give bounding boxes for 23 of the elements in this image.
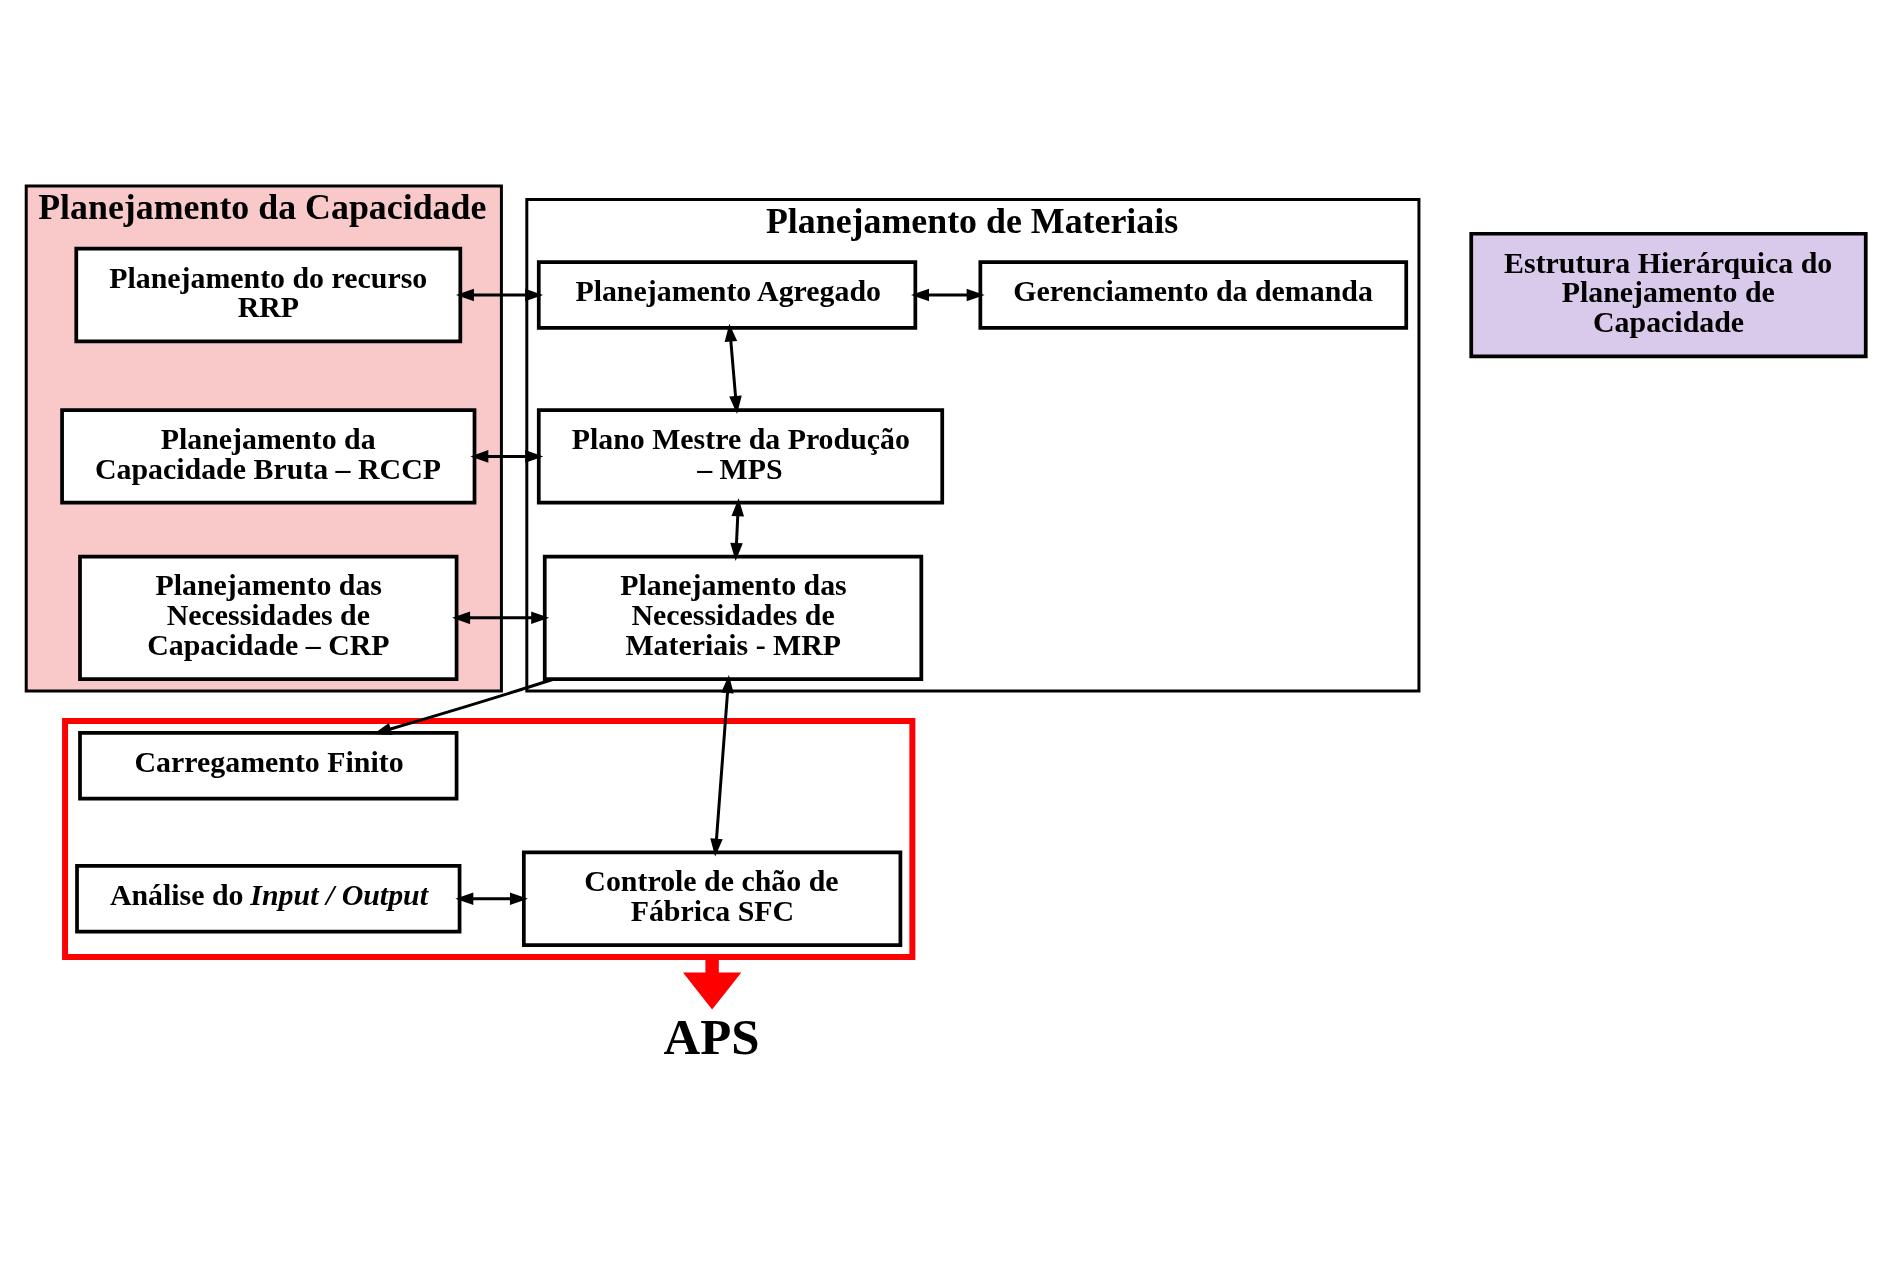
node-box: Planejamento do recurso RRP	[74, 246, 463, 344]
node-box: Plano Mestre da Produção – MPS	[536, 408, 945, 505]
node-box: Planejamento das Necessidades de Capacidade – CRP	[78, 554, 459, 681]
node-box: Gerenciamento da demanda	[978, 260, 1409, 330]
node-box: Carregamento Finito	[78, 731, 459, 801]
arrow	[730, 498, 745, 561]
arrow	[710, 675, 734, 857]
arrow	[455, 892, 528, 906]
node-box: Planejamento da Capacidade Bruta – RCCP	[60, 408, 477, 505]
arrow	[682, 957, 742, 1010]
arrow	[373, 677, 554, 735]
node-box: Controle de chão de Fábrica SFC	[521, 850, 903, 947]
node-box: Planejamento das Necessidades de Materiais - MRP	[542, 554, 924, 681]
arrow	[452, 611, 550, 625]
cluster	[62, 717, 916, 960]
node-box: Estrutura Hierárquica do Planejamento de Capacidade	[1469, 231, 1868, 359]
arrow	[911, 288, 985, 302]
node-box: Planejamento Agregado	[536, 260, 918, 330]
arrow	[724, 323, 742, 414]
arrow	[470, 450, 544, 463]
arrow	[455, 288, 544, 302]
node-box: Análise do Input / Output	[75, 864, 462, 934]
node-text: APS	[663, 1009, 760, 1066]
